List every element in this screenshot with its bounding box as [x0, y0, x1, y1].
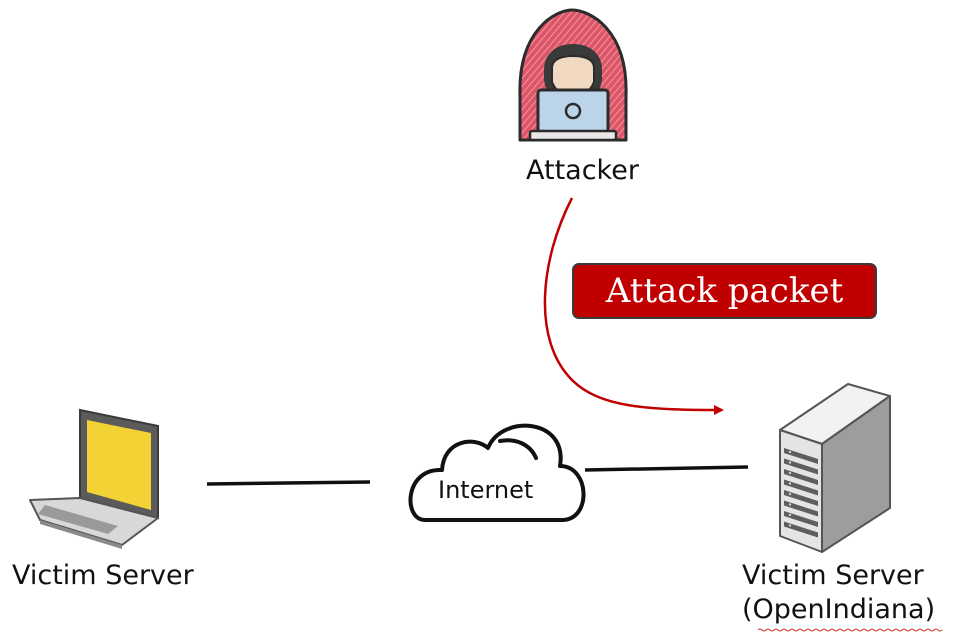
drive-bay-slot — [784, 511, 818, 527]
drive-bay-led — [788, 461, 792, 464]
attack-path-arrow — [543, 197, 724, 415]
drive-bay-led — [788, 492, 792, 496]
internet-label: Internet — [438, 476, 534, 504]
spellcheck-underline — [758, 628, 943, 632]
victim-server-right-label: Victim Server — [742, 560, 924, 591]
drive-bay-slot — [784, 521, 818, 538]
link-laptop-internet — [206, 480, 371, 486]
link-internet-server — [584, 465, 749, 472]
drive-bay-slot — [784, 479, 818, 496]
server-tower-icon — [779, 383, 891, 553]
attacker-label: Attacker — [526, 155, 639, 186]
drive-bay-slot — [784, 500, 818, 517]
victim-server-left-label: Victim Server — [12, 560, 194, 591]
victim-server-os-label: (OpenIndiana) — [742, 594, 936, 625]
hooded-hacker-icon — [518, 8, 628, 142]
drive-bay-slot — [784, 448, 818, 464]
drive-bay-slot — [784, 458, 818, 475]
drive-bay-led — [788, 513, 792, 517]
attack-packet-label: Attack packet — [605, 271, 844, 311]
drive-bay-slot — [784, 469, 818, 485]
server-drive-bays — [784, 448, 818, 538]
drive-bay-led — [788, 524, 792, 527]
attack-packet-box: Attack packet — [572, 263, 877, 319]
laptop-icon — [29, 408, 159, 549]
drive-bay-slot — [784, 490, 818, 506]
drive-bay-led — [788, 482, 792, 485]
cloud-icon — [408, 423, 586, 522]
drive-bay-led — [788, 471, 792, 475]
drive-bay-led — [788, 503, 792, 506]
drive-bay-led — [788, 450, 792, 454]
